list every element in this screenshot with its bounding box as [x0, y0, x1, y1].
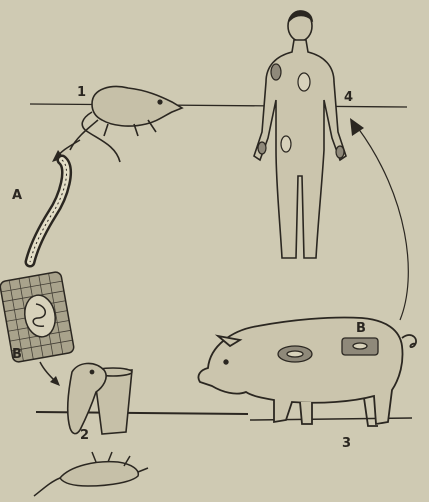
- stage-2-label: 2: [80, 428, 89, 443]
- stage-3-label: 3: [342, 436, 351, 451]
- label-b-left: B: [12, 347, 22, 362]
- stage-1-label: 1: [77, 85, 86, 100]
- pig-muscle-cyst-patch-b: [342, 338, 378, 355]
- label-b-pig: B: [356, 321, 366, 336]
- label-a: A: [12, 188, 22, 203]
- stage-4-label: 4: [344, 90, 353, 105]
- pig-muscle-cyst-patch: [278, 346, 312, 362]
